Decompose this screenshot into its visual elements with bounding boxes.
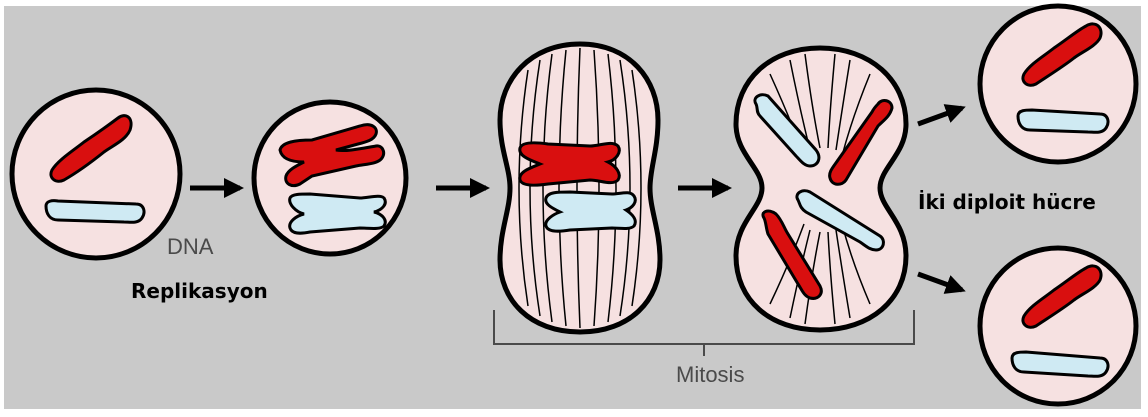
cell-after-replication — [254, 102, 406, 254]
daughter-cell-bottom — [980, 248, 1136, 404]
blue-chromatid-pair — [290, 194, 386, 233]
replication-label: Replikasyon — [131, 281, 268, 301]
cell-metaphase — [500, 44, 660, 332]
mitosis-label: Mitosis — [676, 364, 744, 386]
diploid-cells-label: İki diploit hücre — [918, 192, 1096, 212]
blue-chromosome — [546, 192, 636, 231]
cell-anaphase — [736, 48, 906, 330]
dna-label: DNA — [167, 236, 213, 258]
blue-chromosome — [46, 201, 144, 223]
blue-chromosome — [1018, 110, 1108, 132]
daughter-cell-top — [980, 6, 1136, 162]
cell-before-replication — [12, 90, 180, 258]
